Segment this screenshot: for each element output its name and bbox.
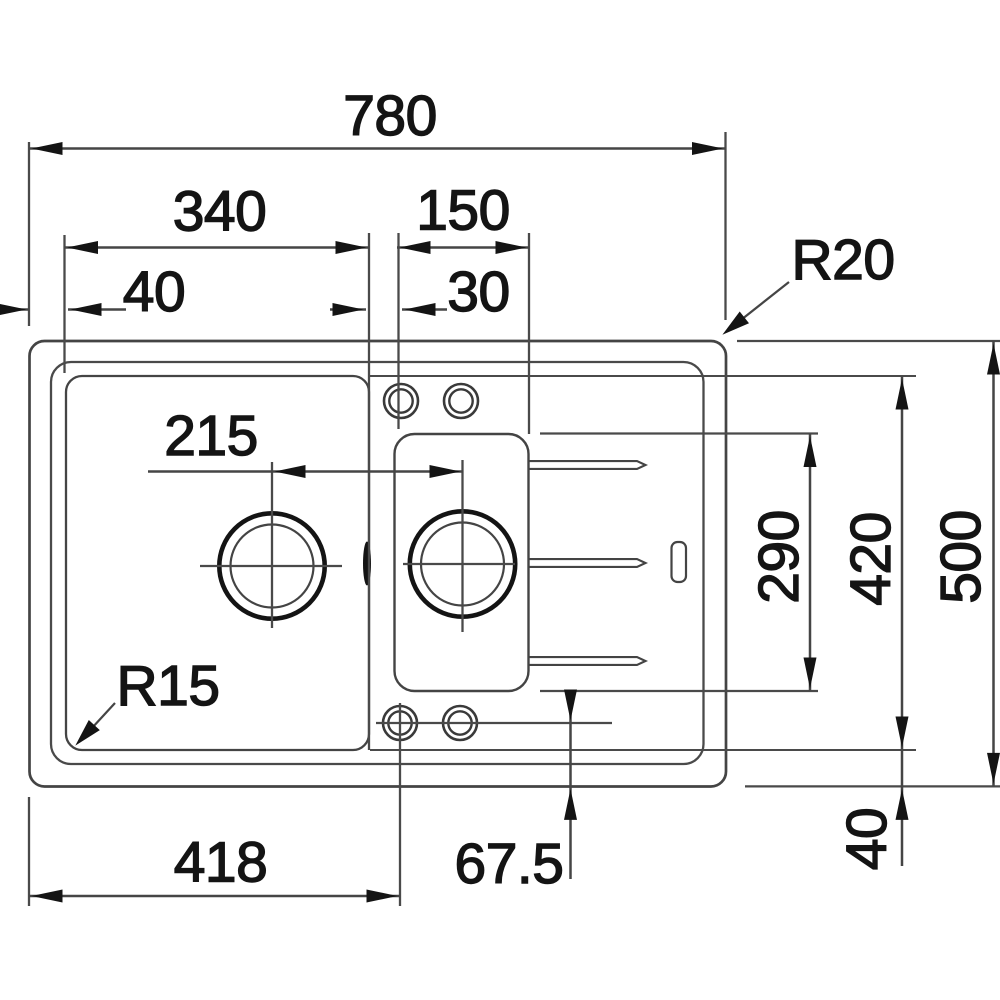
svg-text:420: 420 xyxy=(839,512,903,606)
svg-text:67.5: 67.5 xyxy=(455,832,564,896)
svg-text:500: 500 xyxy=(929,510,993,604)
svg-text:R15: R15 xyxy=(116,654,219,718)
svg-text:150: 150 xyxy=(416,179,510,243)
svg-text:R20: R20 xyxy=(791,228,894,292)
svg-text:780: 780 xyxy=(343,84,437,148)
svg-text:418: 418 xyxy=(174,831,268,895)
svg-text:30: 30 xyxy=(447,260,509,324)
svg-text:340: 340 xyxy=(173,180,267,244)
svg-text:40: 40 xyxy=(123,260,185,324)
svg-text:290: 290 xyxy=(747,510,811,604)
svg-text:40: 40 xyxy=(835,808,899,870)
svg-text:215: 215 xyxy=(164,404,258,468)
